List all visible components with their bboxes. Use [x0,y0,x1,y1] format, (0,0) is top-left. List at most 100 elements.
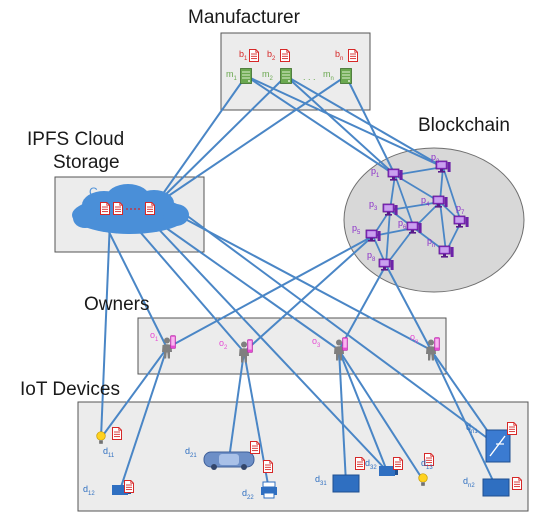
owner-device-line [100,347,168,439]
thermostat-icon [485,429,511,463]
device-label: d31 [315,474,327,487]
owner-blockchain-line [243,235,374,353]
miner-blockchain-line [285,75,396,176]
document-icon [263,460,273,473]
miner-blockchain-line [245,75,444,168]
miner-blockchain-line [245,75,396,176]
document-icon [249,49,259,62]
blockchain-ellipse [343,147,525,293]
devices-group [77,401,529,512]
owner-device-line [338,349,347,484]
owners-box [137,317,447,375]
peer-label: p8 [367,250,376,263]
phone-icon [434,337,440,351]
device-label: d11 [103,446,115,459]
monitor-icon [379,466,398,476]
peer-label: pn [427,236,435,249]
device-label: d12 [83,484,95,497]
block-label: b1 [239,49,248,62]
cloud-owner-line [151,217,340,351]
cloud-device-line [149,219,388,472]
peer-link [389,201,441,211]
miner-cloud-line [154,75,247,206]
ipfs-cloud: C [72,184,189,234]
owner-device-line [430,349,497,488]
peer-label: p5 [352,223,361,236]
devices-title: IoT Devices [20,379,120,400]
car-icon [203,451,255,470]
ipfs-title-line2: Storage [53,152,120,173]
document-icon [250,441,260,454]
owner-blockchain-line [338,264,387,351]
document-icon [355,457,365,470]
printer-icon [261,481,277,499]
server-icon [340,68,352,84]
devices-box [77,401,529,512]
peer-label: p2 [431,152,440,165]
document-icon [512,477,522,490]
phone-icon [170,335,176,349]
tv-icon [332,474,360,493]
document-icon [113,202,123,215]
peer-link [442,166,462,223]
miner-cloud-line [154,75,287,206]
nodes-layer: b1 b2 bn m1 m2 mn . . . p1 p2 p3 p4 p5 p6 p7 p8 pn o1 o2 o… [83,49,522,501]
peer-label: p1 [371,166,380,179]
server-icon [240,68,252,84]
peer-label: p7 [456,203,465,216]
miner-cloud-line [154,75,347,206]
server-icon [280,68,292,84]
device-label: dn2 [463,476,475,489]
document-icon [145,202,155,215]
document-icon [124,480,134,493]
phone-icon [342,337,348,351]
peer-label: p6 [398,218,407,231]
owner-device-line [338,349,424,481]
miner-label: m1 [226,69,238,82]
device-label: d22 [242,488,254,501]
document-icon [100,202,110,215]
document-icon [112,427,122,440]
owners-group [137,317,447,375]
owner-device-line [338,349,388,472]
peer-label: p4 [421,195,430,208]
block-label: b2 [267,49,276,62]
block-label: bn [335,49,343,62]
peer-link [385,227,415,266]
owner-blockchain-line [166,235,374,349]
owner-label: on [410,332,418,345]
owner-device-line [119,347,168,491]
cloud-owner-line [127,217,245,353]
miner-blockchain-line [285,75,444,168]
owner-label: o2 [219,338,228,351]
cloud-device-line [181,211,499,447]
device-label: d32 [365,458,377,471]
device-label: d21 [185,446,197,459]
document-icon [280,49,290,62]
peer-link [394,174,415,229]
peer-link [439,201,447,253]
document-icon [348,49,358,62]
cloud-device-line [100,219,111,439]
tv-icon [482,478,510,497]
owner-blockchain-line [385,264,432,351]
peer-link [385,209,391,266]
device-label: dn1 [466,422,478,435]
blockchain-title: Blockchain [418,115,510,136]
owners-title: Owners [84,294,149,315]
cloud-owner-line [101,217,168,349]
owner-device-line [228,351,245,460]
miner-ellipsis: . . . [303,72,316,82]
miner-label: m2 [262,69,274,82]
document-icon [393,457,403,470]
peer-label: p3 [369,199,378,212]
owner-label: o3 [312,336,321,349]
phone-icon [247,339,253,353]
owner-label: o1 [150,330,159,343]
miner-label: mn [323,69,334,82]
cloud-label: C [89,185,98,199]
device-label: d13 [421,458,433,471]
cloud-owner-line [171,211,432,351]
document-icon [507,422,517,435]
